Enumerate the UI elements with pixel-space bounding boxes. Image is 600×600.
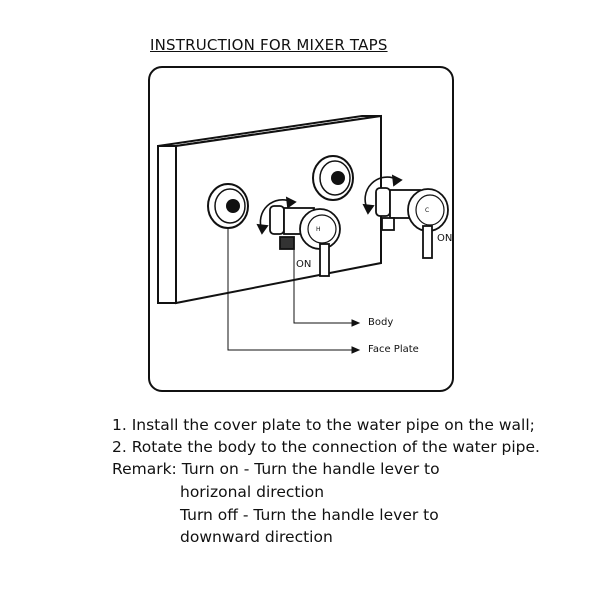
page-title: INSTRUCTION FOR MIXER TAPS <box>150 36 388 54</box>
cold-mixer-body <box>362 174 449 259</box>
remark-line-2: horizonal direction <box>180 483 325 501</box>
body-leader-line <box>293 249 361 327</box>
body-label: Body <box>368 317 394 328</box>
hot-mixer-body <box>256 196 341 277</box>
remark-line-1: Remark: Turn on - Turn the handle lever … <box>112 460 440 478</box>
diagram-frame <box>148 66 454 392</box>
left-wall-knob <box>207 183 249 229</box>
on-label-left: ON <box>296 259 312 270</box>
on-label-right: ON <box>437 233 453 244</box>
cold-label: C <box>425 207 430 214</box>
instruction-step-2: 2. Rotate the body to the connection of … <box>112 438 540 456</box>
instruction-step-1: 1. Install the cover plate to the water … <box>112 416 535 434</box>
remark-line-3: Turn off - Turn the handle lever to <box>180 506 439 524</box>
right-wall-knob <box>312 155 354 201</box>
hot-label: H <box>316 226 321 233</box>
face-plate-leader-line <box>227 228 361 354</box>
face-plate-label: Face Plate <box>368 344 419 355</box>
remark-line-4: downward direction <box>180 528 333 546</box>
